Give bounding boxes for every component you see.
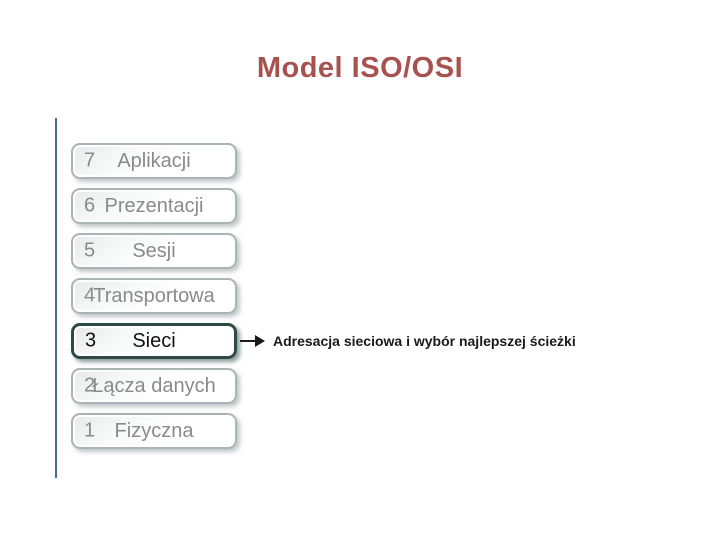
layer-box-aplikacji: 7 Aplikacji — [71, 143, 237, 179]
layer-box-lacza-danych: 2 Łącza danych — [71, 368, 237, 404]
layer-number: 6 — [84, 194, 96, 217]
layer-number: 1 — [84, 419, 96, 442]
layer3-annotation: Adresacja sieciowa i wybór najlepszej śc… — [240, 322, 576, 360]
layer-box-sieci-highlighted: 3 Sieci — [71, 323, 237, 359]
layer-label: Sesji — [132, 239, 176, 262]
osi-layer-stack: 7 Aplikacji 6 Prezentacji 5 Sesji 4 Tran… — [71, 143, 237, 458]
layer-label: Transportowa — [93, 284, 215, 307]
layer-label: Łącza danych — [92, 374, 216, 397]
layer-label: Fizyczna — [114, 419, 194, 442]
layer-number: 2 — [84, 374, 96, 397]
layer-label: Prezentacji — [104, 194, 204, 217]
layer-number: 5 — [84, 239, 96, 262]
layer-box-fizyczna: 1 Fizyczna — [71, 413, 237, 449]
page-title: Model ISO/OSI — [256, 52, 464, 84]
layer-number: 4 — [84, 284, 96, 307]
layer-number: 7 — [84, 149, 96, 172]
layer-box-sesji: 5 Sesji — [71, 233, 237, 269]
timeline-rule — [55, 118, 57, 478]
layer-number: 3 — [85, 329, 97, 352]
layer-box-prezentacji: 6 Prezentacji — [71, 188, 237, 224]
right-arrow-icon — [240, 335, 265, 347]
layer-label: Sieci — [132, 329, 176, 352]
layer-label: Aplikacji — [117, 149, 191, 172]
annotation-text: Adresacja sieciowa i wybór najlepszej śc… — [273, 333, 576, 349]
layer-box-transportowa: 4 Transportowa — [71, 278, 237, 314]
